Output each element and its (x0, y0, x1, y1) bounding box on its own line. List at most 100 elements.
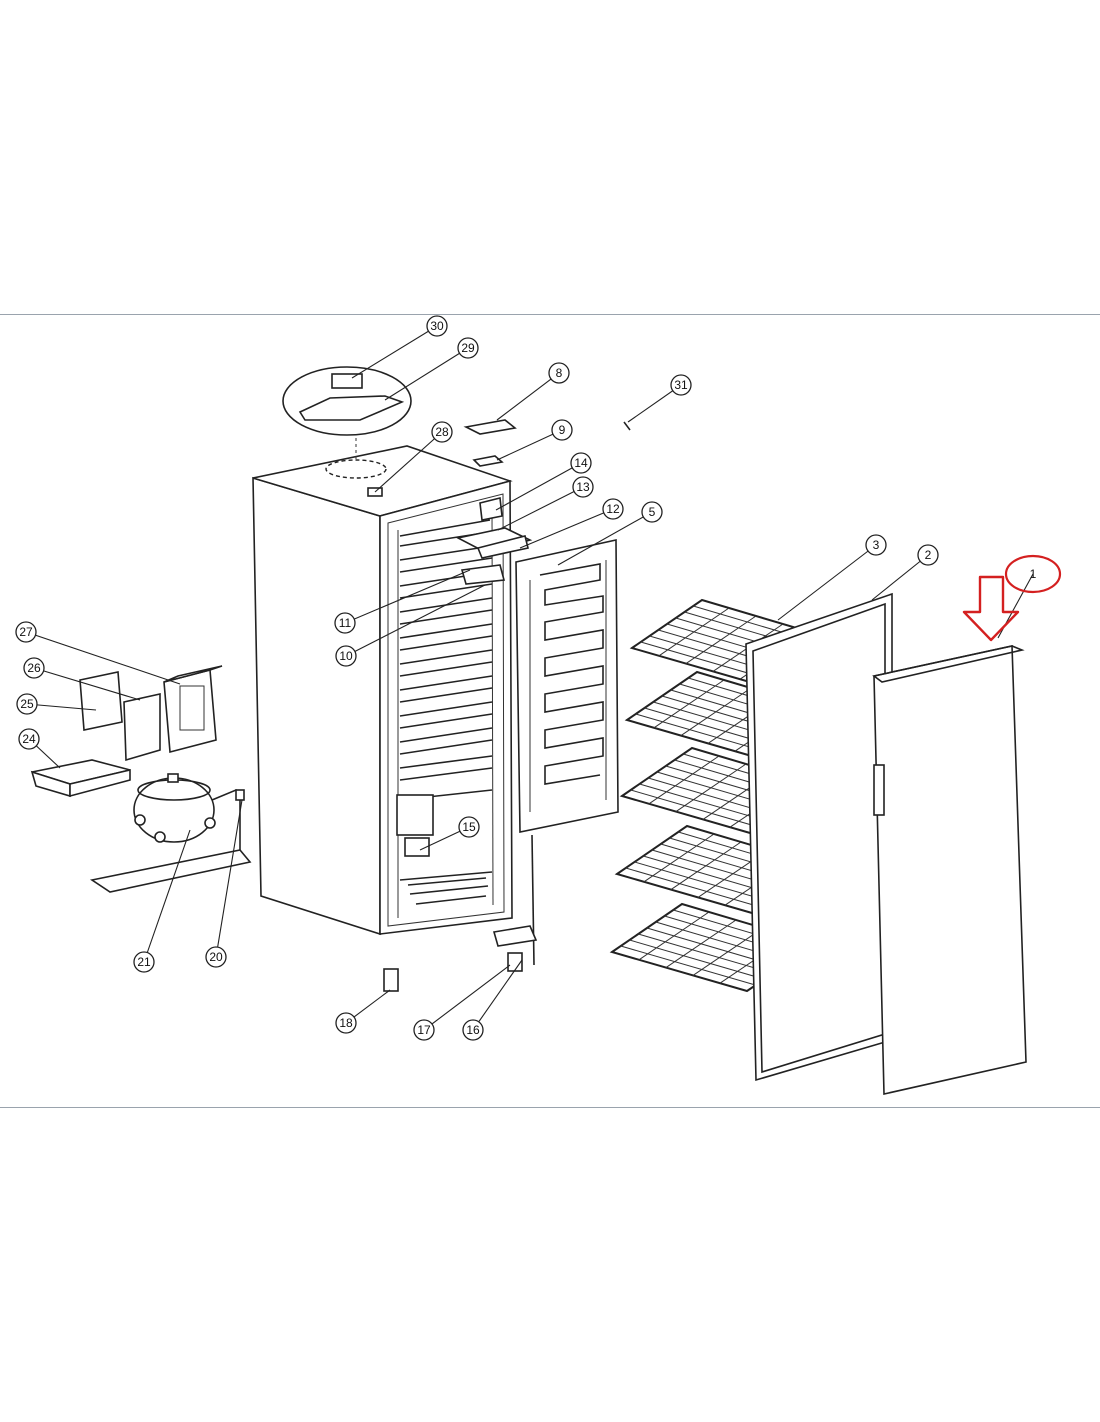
freezer-cabinet (252, 432, 513, 936)
callout-label-20: 20 (209, 950, 223, 964)
leveling-foot (383, 968, 399, 992)
callout-label-15: 15 (462, 820, 476, 834)
callout-circle-25 (16, 693, 38, 715)
callout-26: 26 (23, 657, 45, 679)
callout-5: 5 (641, 501, 663, 523)
callout-20: 20 (205, 946, 227, 968)
cabinet-shelf-rails (399, 519, 493, 781)
callout-28: 28 (431, 421, 453, 443)
callout-30: 30 (426, 315, 448, 337)
callout-circle-29 (457, 337, 479, 359)
callout-1: 1 (1030, 567, 1037, 581)
callout-31: 31 (670, 374, 692, 396)
lamp-housing (396, 794, 434, 836)
callout-24: 24 (18, 728, 40, 750)
leader-line-27 (25, 631, 181, 685)
callout-18: 18 (335, 1012, 357, 1034)
bottom-divider (0, 1107, 1100, 1108)
callout-3: 3 (865, 534, 887, 556)
callout-13: 13 (572, 476, 594, 498)
callout-circle-9 (551, 419, 573, 441)
callout-8: 8 (548, 362, 570, 384)
control-box-parts (79, 665, 223, 762)
callout-27: 27 (15, 621, 37, 643)
callout-label-14: 14 (574, 456, 588, 470)
callout-circle-26 (23, 657, 45, 679)
leader-line-21 (143, 829, 191, 963)
callout-2: 2 (917, 544, 939, 566)
part-9 (472, 455, 504, 467)
leader-line-13 (497, 486, 584, 531)
callout-circle-12 (602, 498, 624, 520)
callout-label-26: 26 (27, 661, 41, 675)
leader-line-8 (496, 372, 560, 421)
leader-line-5 (557, 511, 653, 566)
callout-label-31: 31 (674, 378, 688, 392)
leader-line-14 (495, 462, 582, 511)
callout-circle-30 (426, 315, 448, 337)
callout-circle-2 (917, 544, 939, 566)
callout-label-18: 18 (339, 1016, 353, 1030)
leader-line-2 (871, 554, 929, 601)
callout-circle-20 (205, 946, 227, 968)
callout-25: 25 (16, 693, 38, 715)
callout-17: 17 (413, 1019, 435, 1041)
top-detail-oval (282, 366, 412, 436)
control-panel (455, 497, 533, 585)
highlight-circle (1004, 554, 1062, 594)
compressor-assembly (89, 773, 252, 893)
part-1-highlight (962, 554, 1062, 642)
callout-circle-27 (15, 621, 37, 643)
freezer-door (872, 645, 1027, 1095)
leader-line-11 (344, 569, 471, 624)
hinge-pin (531, 834, 535, 966)
callout-circle-18 (335, 1012, 357, 1034)
callout-label-11: 11 (339, 616, 352, 630)
callout-label-30: 30 (430, 319, 444, 333)
callout-label-2: 2 (925, 548, 932, 562)
callout-9: 9 (551, 419, 573, 441)
leader-line-10 (345, 584, 486, 657)
leader-line-20 (215, 799, 243, 958)
callout-label-28: 28 (435, 425, 449, 439)
leader-line-17 (423, 964, 511, 1031)
door-gasket (745, 592, 893, 1082)
door-handle (873, 764, 885, 816)
callout-label-21: 21 (137, 955, 151, 969)
callout-14: 14 (570, 452, 592, 474)
callout-11: 11 (334, 612, 356, 634)
callout-label-8: 8 (556, 366, 563, 380)
callout-29: 29 (457, 337, 479, 359)
callout-21: 21 (133, 951, 155, 973)
highlight-arrow-icon (962, 575, 1020, 642)
callout-circle-31 (670, 374, 692, 396)
leader-line-9 (496, 429, 563, 461)
callout-circle-14 (570, 452, 592, 474)
callout-label-9: 9 (559, 423, 566, 437)
callout-label-29: 29 (461, 341, 475, 355)
callout-circle-16 (462, 1019, 484, 1041)
callout-circle-28 (431, 421, 453, 443)
callout-label-16: 16 (466, 1023, 480, 1037)
callout-label-24: 24 (22, 732, 36, 746)
callout-10: 10 (335, 645, 357, 667)
leader-line-16 (472, 959, 523, 1031)
callout-circle-24 (18, 728, 40, 750)
callout-circle-10 (335, 645, 357, 667)
callout-12: 12 (602, 498, 624, 520)
callout-label-12: 12 (606, 502, 620, 516)
top-divider (0, 314, 1100, 315)
bottom-hinge-parts (383, 925, 538, 992)
leader-line-12 (519, 508, 614, 549)
leader-line-29 (384, 347, 469, 401)
callout-label-27: 27 (19, 625, 33, 639)
leader-line-26 (33, 667, 141, 701)
callout-circle-15 (458, 816, 480, 838)
callout-circle-11 (334, 612, 356, 634)
callout-circle-13 (572, 476, 594, 498)
callout-label-3: 3 (873, 538, 880, 552)
part-31-screw (623, 421, 631, 431)
callout-15: 15 (458, 816, 480, 838)
